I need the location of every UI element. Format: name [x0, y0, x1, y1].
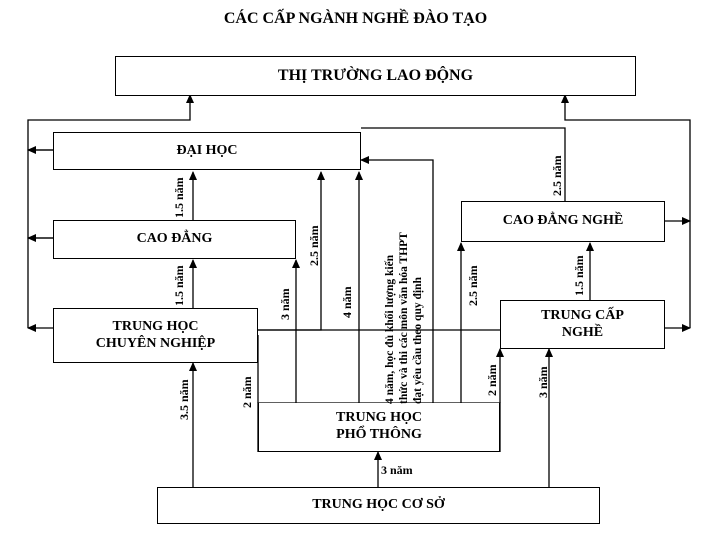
box-high-school: TRUNG HỌC PHỔ THÔNG: [258, 403, 500, 452]
box-vocational-secondary-line1: TRUNG CẤP: [541, 307, 624, 323]
box-college-label: CAO ĐẲNG: [136, 231, 213, 247]
box-professional-secondary-line2: CHUYÊN NGHIỆP: [95, 335, 216, 351]
dur-thcn-to-dh: 2.5 năm: [307, 225, 321, 266]
box-university-label: ĐẠI HỌC: [176, 142, 238, 158]
box-professional-secondary: TRUNG HỌC CHUYÊN NGHIỆP: [53, 308, 258, 363]
dur-thcs-to-tcn: 3 năm: [536, 366, 550, 398]
dur-cdn-to-dh: 2.5 năm: [550, 155, 564, 196]
dur-tcn-to-cdn: 1.5 năm: [572, 255, 586, 296]
dur-tcn-to-dh: 2.5 năm: [466, 265, 480, 306]
dur-thcn-to-cd: 1.5 năm: [172, 265, 186, 306]
note-line-1: 4 năm, học đủ khối lượng kiến: [384, 254, 396, 404]
box-vocational-college: CAO ĐẲNG NGHỀ: [461, 201, 665, 242]
thpt-to-dh-note: 4 năm, học đủ khối lượng kiến thức và th…: [383, 232, 425, 404]
dur-thcs-to-thpt: 3 năm: [381, 463, 413, 477]
box-university: ĐẠI HỌC: [53, 132, 361, 170]
note-line-2: thức và thi các môn văn hóa THPT: [398, 232, 410, 404]
box-labor-market-label: THỊ TRƯỜNG LAO ĐỘNG: [277, 67, 474, 85]
box-high-school-line1: TRUNG HỌC: [336, 410, 422, 426]
dur-thcn-to-cd-direct: 3 năm: [278, 288, 292, 320]
box-professional-secondary-line1: TRUNG HỌC: [112, 318, 199, 334]
left-rail: [27, 94, 194, 328]
box-vocational-secondary: TRUNG CẤP NGHỀ: [500, 300, 665, 349]
box-vocational-secondary-line2: NGHỀ: [561, 324, 604, 340]
dur-cd-to-dh: 1.5 năm: [172, 177, 186, 218]
box-lower-secondary-label: TRUNG HỌC CƠ SỞ: [312, 497, 445, 513]
box-college: CAO ĐẲNG: [53, 220, 296, 259]
box-labor-market: THỊ TRƯỜNG LAO ĐỘNG: [115, 56, 636, 96]
box-vocational-college-label: CAO ĐẲNG NGHỀ: [502, 213, 624, 229]
diagram-title: CÁC CẤP NGÀNH NGHỀ ĐÀO TẠO: [223, 10, 488, 27]
dur-thpt-to-thcn: 2 năm: [240, 376, 254, 408]
box-lower-secondary: TRUNG HỌC CƠ SỞ: [157, 487, 600, 524]
dur-thpt-to-dh: 4 năm: [340, 286, 354, 318]
note-line-3: đạt yêu cầu theo quy định: [412, 277, 424, 404]
dur-thcs-to-thcn: 3.5 năm: [177, 379, 191, 420]
dur-thpt-to-tcn: 2 năm: [485, 364, 499, 396]
box-high-school-line2: PHỔ THÔNG: [336, 427, 422, 442]
